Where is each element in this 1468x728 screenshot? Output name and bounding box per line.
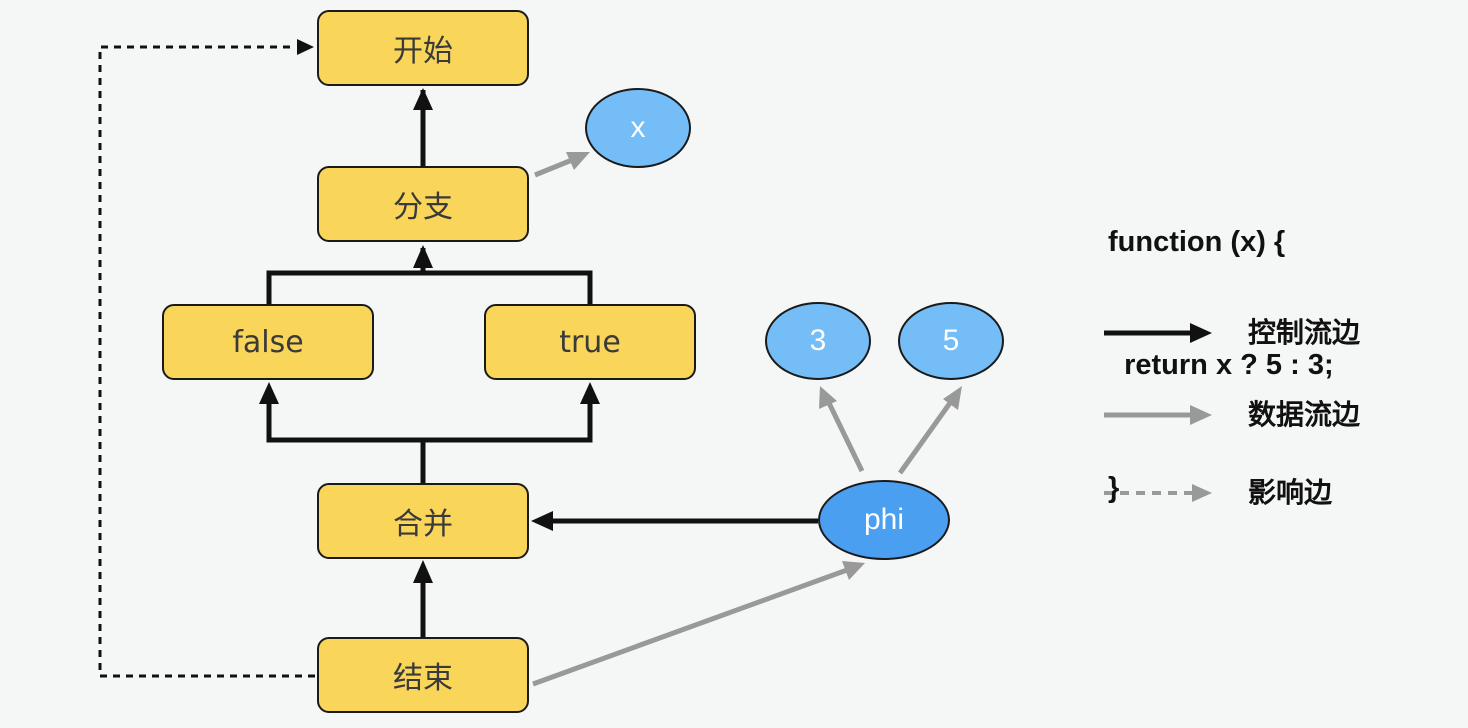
arrowhead-3	[819, 386, 837, 409]
node-branch: 分支	[317, 166, 529, 242]
arrowhead-merge-bottom	[413, 560, 433, 583]
arrowhead-false	[259, 382, 279, 404]
edge-branch-to-x	[534, 157, 573, 178]
code-line-2: return x ? 5 : 3;	[1108, 349, 1334, 381]
edge-phi-to-5	[897, 401, 953, 475]
edge-phi-to-3	[826, 401, 865, 473]
value-x-label: x	[630, 111, 646, 144]
legend-effect-arrowhead	[1192, 484, 1212, 502]
value-3: 3	[765, 302, 871, 380]
code-line-3: }	[1108, 472, 1120, 504]
node-end: 结束	[317, 637, 529, 713]
legend-data-label: 数据流边	[1248, 398, 1361, 431]
node-false: false	[162, 304, 374, 380]
edge-end-to-start-effect	[98, 45, 315, 678]
arrowhead-branch	[413, 245, 433, 268]
arrowhead-5	[943, 386, 962, 410]
value-phi-label: phi	[863, 503, 905, 536]
node-end-label: 结束	[393, 661, 453, 696]
edge-false-true-to-branch	[266, 270, 593, 304]
node-true: true	[484, 304, 696, 380]
arrowhead-phi	[842, 561, 865, 580]
legend-effect-label: 影响边	[1248, 476, 1333, 509]
arrowhead-true	[580, 382, 600, 404]
legend-control-label: 控制流边	[1248, 316, 1361, 349]
node-branch-label: 分支	[393, 190, 453, 225]
source-code: function (x) { return x ? 5 : 3; }	[1108, 140, 1334, 591]
node-start: 开始	[317, 10, 529, 86]
legend-data-arrowhead	[1190, 405, 1212, 425]
arrowhead-start	[413, 88, 433, 110]
value-x: x	[585, 88, 691, 168]
arrowhead-x	[566, 152, 590, 170]
value-5: 5	[898, 302, 1004, 380]
node-false-label: false	[232, 324, 304, 360]
edge-end-to-phi	[532, 567, 848, 687]
node-start-label: 开始	[393, 34, 453, 69]
edge-merge-to-false-true	[266, 402, 593, 443]
value-phi: phi	[818, 480, 950, 560]
arrowhead-start-effect	[297, 39, 314, 55]
arrowhead-merge-right	[531, 511, 553, 531]
node-merge-label: 合并	[393, 507, 453, 542]
node-true-label: true	[559, 324, 621, 360]
legend-control-arrowhead	[1190, 323, 1212, 343]
value-3-label: 3	[809, 324, 827, 357]
value-5-label: 5	[942, 324, 960, 357]
code-line-1: function (x) {	[1108, 226, 1286, 258]
node-merge: 合并	[317, 483, 529, 559]
